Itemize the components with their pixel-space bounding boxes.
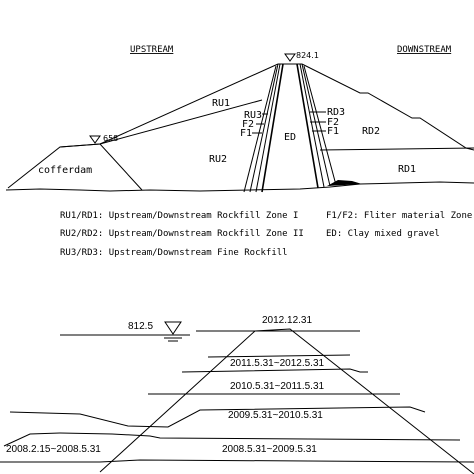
filter-f1-upstream (255, 63, 281, 193)
stage-outer-profile (99, 328, 474, 474)
cofferdam-level-marker (89, 135, 101, 144)
filter-f2-downstream (301, 63, 331, 187)
stage-boundary-2011 (181, 368, 368, 373)
stage-label-2011-2012: 2011.5.31~2012.5.31 (230, 358, 325, 369)
crest-level-label: 824.1 (296, 51, 319, 60)
zone-ru2-label: RU2 (209, 154, 227, 165)
cofferdam-crest (59, 143, 101, 148)
dam-cross-section: UPSTREAM DOWNSTREAM cofferdam 658 824.1 (5, 45, 474, 193)
foundation-line (5, 181, 474, 192)
zone-f1-left-label: F1 (240, 128, 252, 139)
zone-rd1-label: RD1 (398, 164, 416, 175)
ru1-ru2-boundary (99, 99, 263, 145)
stage-label-2008-2009: 2008.5.31~2009.5.31 (222, 444, 317, 455)
zone-ru1-label: RU1 (212, 98, 230, 109)
fine-rockfill-ru3 (243, 65, 277, 193)
legend-ru-rd-2: RU2/RD2: Upstream/Downstream Rockfill Zo… (60, 229, 304, 239)
rd2-rd1-boundary (319, 147, 474, 151)
zone-f2-left-label: F2 (242, 119, 254, 130)
stage-label-2009-2010: 2009.5.31~2010.5.31 (228, 410, 323, 421)
water-level-marker (164, 321, 182, 335)
core-downstream-face (296, 63, 319, 189)
cofferdam-label: cofferdam (38, 165, 92, 176)
downstream-label: DOWNSTREAM (397, 45, 452, 55)
core-upstream-face (261, 63, 284, 193)
stage-boundary-2008 (3, 432, 61, 447)
zone-ed-label: ED (284, 132, 296, 143)
zone-ru3-label: RU3 (244, 110, 262, 121)
filter-f2-upstream (249, 63, 279, 193)
crest-level-marker (284, 53, 296, 62)
stage-boundary-2008-2009 (59, 432, 461, 441)
construction-stages: 812.5 2012.12.31 2011.5.31~2012.5.31 201… (0, 315, 474, 474)
stage-boundary-2012 (207, 354, 351, 358)
water-level-label: 812.5 (128, 321, 153, 332)
stage-boundary-2009 (9, 406, 426, 428)
stage-label-2010-2011: 2010.5.31~2011.5.31 (230, 381, 325, 392)
zone-f1-right-label: F1 (327, 126, 339, 137)
zone-rd2-label: RD2 (362, 126, 380, 137)
legend-ru-rd-3: RU3/RD3: Upstream/Downstream Fine Rockfi… (60, 248, 288, 258)
filter-f1-downstream (299, 63, 325, 188)
stage-label-2012-12-31: 2012.12.31 (262, 315, 312, 326)
upstream-label: UPSTREAM (130, 45, 174, 55)
cofferdam-level-label: 658 (103, 134, 118, 143)
zone-f2-right-label: F2 (327, 117, 339, 128)
upstream-outer-slope (99, 63, 279, 145)
legend-ed: ED: Clay mixed gravel (326, 229, 440, 239)
stage-label-2008: 2008.2.15~2008.5.31 (6, 444, 101, 455)
legend: RU1/RD1: Upstream/Downstream Rockfill Zo… (60, 211, 474, 258)
legend-f1-f2: F1/F2: Fliter material Zone I/I (326, 211, 474, 221)
legend-ru-rd-1: RU1/RD1: Upstream/Downstream Rockfill Zo… (60, 211, 298, 221)
zone-rd3-label: RD3 (327, 107, 345, 118)
stage-ground-line (0, 459, 474, 463)
fine-rockfill-rd3 (303, 65, 337, 186)
